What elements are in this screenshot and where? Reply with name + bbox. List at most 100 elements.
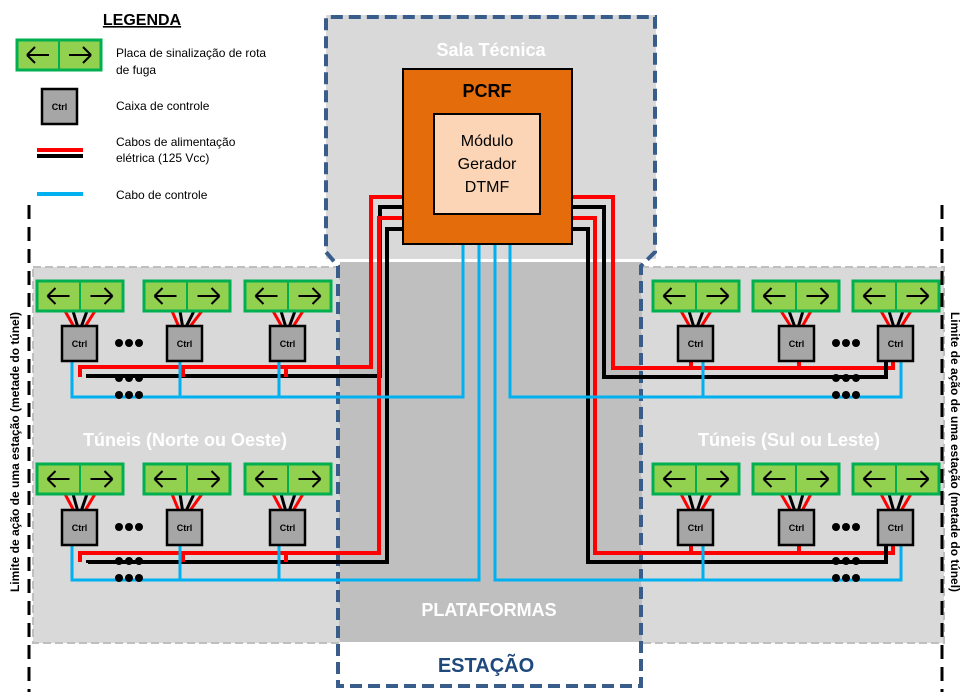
- escape-sign-icon: [35, 462, 125, 496]
- arrow-right-icon: [197, 287, 221, 305]
- control-box-icon: [268, 324, 307, 363]
- legend-label-sign-line-2: de fuga: [116, 63, 156, 77]
- power-cable-red: [879, 493, 891, 511]
- control-box-label: Ctrl: [72, 523, 88, 533]
- ellipsis-icon: [115, 523, 143, 531]
- power-cable-black: [687, 493, 695, 511]
- arrow-right-icon: [906, 287, 930, 305]
- arrow-left-icon: [662, 287, 686, 305]
- power-cable-red: [900, 310, 913, 327]
- control-box-icon: [40, 87, 79, 126]
- power-cable-red: [189, 310, 204, 327]
- arrow-right-icon: [197, 470, 221, 488]
- control-box-label: Ctrl: [888, 339, 904, 349]
- dtmf-module-line-1: Módulo: [461, 133, 514, 150]
- station-label: ESTAÇÃO: [438, 654, 534, 677]
- power-cable-black: [787, 493, 796, 511]
- escape-sign-icon: [243, 279, 333, 313]
- power-cable-black: [887, 493, 895, 511]
- control-box: Ctrl: [777, 508, 816, 547]
- power-cable-red: [271, 493, 283, 511]
- cables: [70, 195, 903, 582]
- tunnels-right-label: Túneis (Sul ou Leste): [698, 430, 880, 450]
- power-cable-red: [170, 310, 180, 327]
- arrow-left-icon: [153, 287, 177, 305]
- power-cable-red: [779, 493, 792, 511]
- control-box-icon: [268, 508, 307, 547]
- control-box-icon: [876, 508, 915, 547]
- escape-sign-icon: [851, 462, 941, 496]
- power-cable-red: [572, 216, 895, 555]
- escape-sign-icon: [142, 462, 232, 496]
- legend-title: LEGENDA: [103, 12, 182, 29]
- ellipsis-icon: [832, 557, 860, 565]
- power-cable-black: [71, 493, 79, 511]
- arrow-right-icon: [806, 287, 830, 305]
- power-cable-black: [687, 310, 695, 327]
- arrow-right-icon: [69, 46, 92, 64]
- power-cable-red: [170, 493, 180, 511]
- arrow-right-icon: [706, 470, 730, 488]
- power-cable-black: [572, 227, 888, 564]
- power-cable-icon: [37, 148, 83, 158]
- control-box-icon: [60, 324, 99, 363]
- power-cable-black: [288, 310, 297, 327]
- control-box: Ctrl: [777, 324, 816, 363]
- power-cable-black: [797, 310, 805, 327]
- arrow-left-icon: [254, 470, 278, 488]
- control-box-label: Ctrl: [789, 523, 805, 533]
- arrow-left-icon: [46, 470, 70, 488]
- power-cable-red: [63, 310, 75, 327]
- control-box: Ctrl: [676, 324, 715, 363]
- control-box-icon: [165, 324, 204, 363]
- power-cable-black: [80, 493, 89, 511]
- control-box-icon: [676, 324, 715, 363]
- escape-sign-icon: [851, 279, 941, 313]
- control-box-label: Ctrl: [280, 523, 296, 533]
- escape-sign-icon: [243, 462, 333, 496]
- station-boundary: [324, 15, 657, 688]
- power-cable-black: [887, 310, 895, 327]
- ellipsis-icon: [832, 574, 860, 582]
- power-cable-red: [572, 195, 895, 370]
- control-box-label: Ctrl: [177, 523, 193, 533]
- power-cable-black: [71, 310, 79, 327]
- power-cable-red: [801, 310, 813, 327]
- power-cable-red: [84, 310, 97, 327]
- control-cable: [508, 215, 903, 399]
- power-cable-red: [801, 493, 813, 511]
- power-cable-red: [879, 310, 891, 327]
- power-cable-red: [292, 310, 305, 327]
- power-cable-black: [896, 493, 905, 511]
- power-cable-black: [288, 493, 297, 511]
- control-box-icon: [777, 508, 816, 547]
- control-box-icon: [876, 324, 915, 363]
- arrow-right-icon: [806, 470, 830, 488]
- control-box: Ctrl: [876, 324, 915, 363]
- arrow-left-icon: [862, 470, 886, 488]
- boundary-label-left: Limite de ação de uma estação (metade do…: [8, 312, 22, 592]
- power-cable-black: [279, 493, 287, 511]
- ellipsis-icon: [115, 339, 143, 347]
- arrow-left-icon: [153, 470, 177, 488]
- control-box-label: Ctrl: [688, 339, 704, 349]
- control-box-label: Ctrl: [72, 339, 88, 349]
- power-cable-red: [271, 310, 283, 327]
- pcrf-title: PCRF: [463, 81, 512, 101]
- legend: LEGENDA Placa de sinalização de rota de …: [15, 12, 266, 202]
- power-cable-black: [279, 310, 287, 327]
- legend-label-control: Cabo de controle: [116, 188, 208, 202]
- power-cable-black: [80, 310, 89, 327]
- dtmf-module-line-2: Gerador: [458, 156, 517, 173]
- power-cable-red: [700, 310, 713, 327]
- arrow-left-icon: [254, 287, 278, 305]
- power-cable-red: [84, 493, 97, 511]
- arrow-left-icon: [762, 287, 786, 305]
- power-cable-red: [679, 310, 691, 327]
- arrow-right-icon: [906, 470, 930, 488]
- ellipsis-icon: [832, 374, 860, 382]
- legend-label-sign-line-1: Placa de sinalização de rota: [116, 46, 266, 60]
- control-box: Ctrl: [165, 324, 204, 363]
- boundary-label-right: Limite de ação de uma estação (metade do…: [948, 312, 962, 592]
- dtmf-module-box: [433, 113, 541, 215]
